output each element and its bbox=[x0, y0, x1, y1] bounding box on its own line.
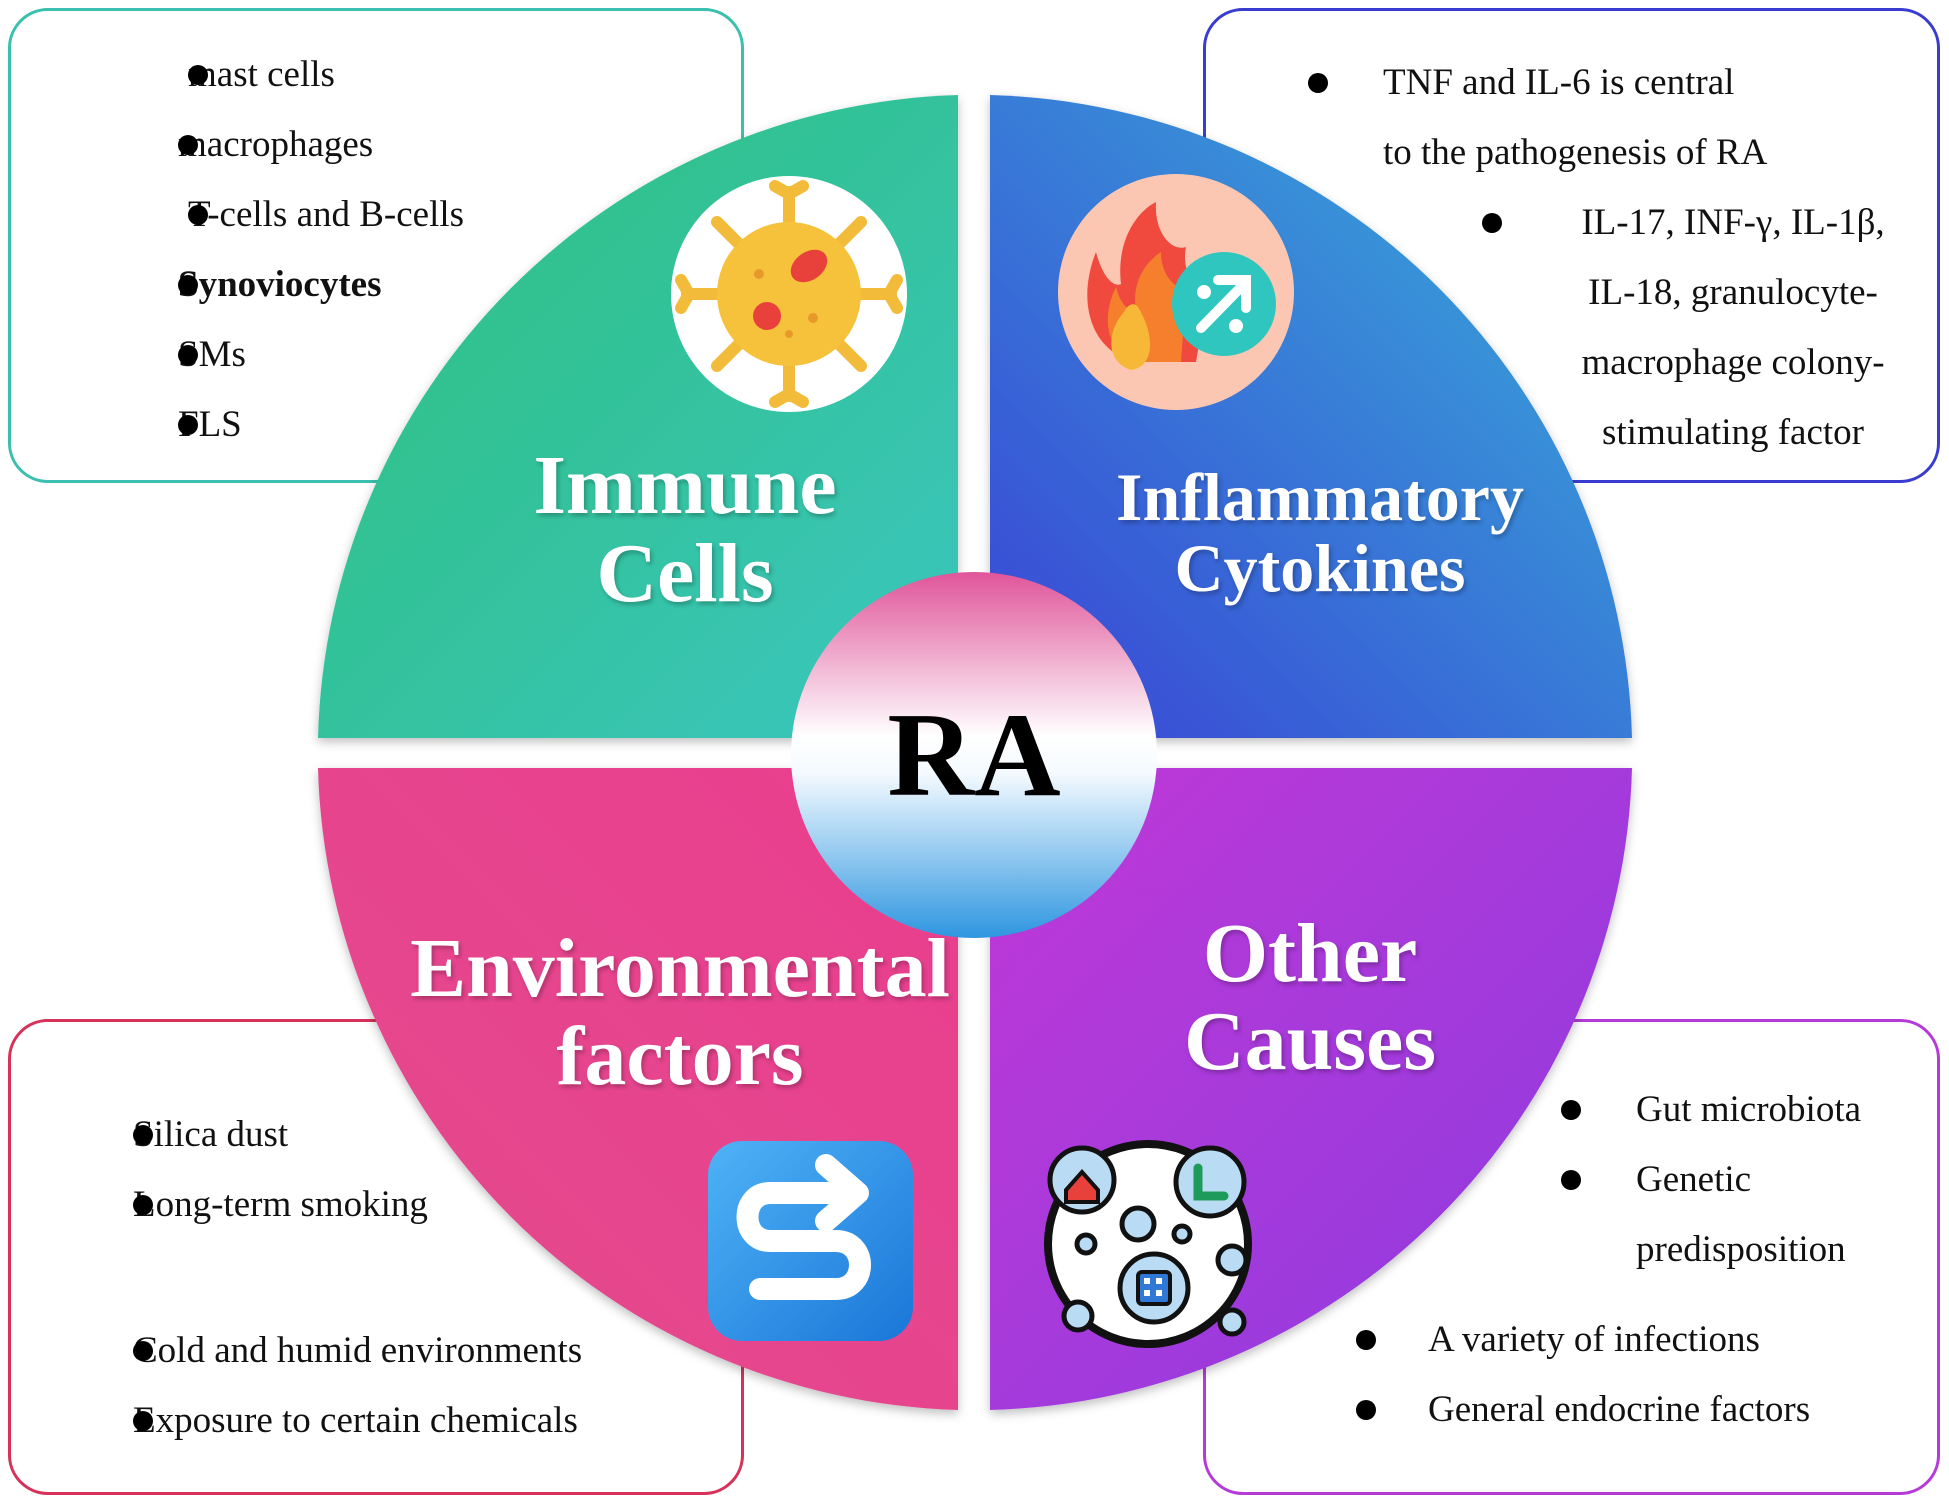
list-item-text: IL-18, granulocyte- bbox=[1588, 272, 1878, 313]
bullet bbox=[1482, 213, 1502, 233]
list-item-text: General endocrine factors bbox=[1428, 1389, 1811, 1430]
list-item: IL-17, INF-γ, IL-1β, IL-18, granulocyte-… bbox=[1548, 188, 1918, 468]
list-item-text: Cold and humid environments bbox=[133, 1330, 583, 1371]
environmental-list-bottom: Cold and humid environments Exposure to … bbox=[58, 1316, 582, 1456]
list-item: Long-term smoking bbox=[58, 1170, 428, 1240]
title-line: Immune bbox=[533, 439, 837, 532]
ra-center-circle bbox=[791, 572, 1157, 938]
environmental-list-top: Silica dust Long-term smoking bbox=[58, 1100, 428, 1240]
list-item: Genetic predisposition bbox=[1636, 1145, 1846, 1285]
list-item: SMs bbox=[100, 320, 464, 390]
title-line: Cells bbox=[596, 527, 774, 621]
inflammation-flame-icon bbox=[1058, 174, 1294, 410]
bullet bbox=[1308, 73, 1328, 93]
bullet bbox=[1356, 1400, 1376, 1420]
ra-label: RA bbox=[887, 688, 1061, 821]
list-item-text: Synoviocytes bbox=[178, 264, 382, 305]
list-item: Synoviocytes bbox=[100, 250, 464, 320]
inflammatory-cytokines-title: Inflammatory Cytokines bbox=[1050, 459, 1590, 607]
immune-cells-title: Immune Cells bbox=[470, 439, 900, 621]
immune-cells-list: mast cells macrophages T-cells and B-cel… bbox=[100, 40, 464, 460]
list-item-text: mast cells bbox=[188, 54, 335, 95]
list-item: Exposure to certain chemicals bbox=[58, 1386, 582, 1456]
list-item-text: T-cells and B-cells bbox=[188, 194, 465, 235]
list-item: TNF and IL-6 is central to the pathogene… bbox=[1383, 48, 1767, 188]
list-item-text: FLS bbox=[178, 404, 242, 445]
environmental-factors-title: Environmental factors bbox=[400, 922, 960, 1104]
title-line: Environmental bbox=[410, 922, 950, 1015]
list-item-text: Long-term smoking bbox=[133, 1184, 428, 1225]
list-item-text: Exposure to certain chemicals bbox=[133, 1400, 578, 1441]
title-line: Inflammatory bbox=[1116, 459, 1524, 535]
list-item: mast cells bbox=[100, 40, 464, 110]
other-causes-title: Other Causes bbox=[1120, 907, 1500, 1089]
list-item: Silica dust bbox=[58, 1100, 428, 1170]
list-item-text: Silica dust bbox=[133, 1114, 289, 1155]
title-line: Causes bbox=[1183, 995, 1437, 1089]
list-item: T-cells and B-cells bbox=[100, 180, 464, 250]
list-item-text: Gut microbiota bbox=[1636, 1089, 1862, 1130]
microbes-icon bbox=[1044, 1140, 1252, 1348]
list-item-text: to the pathogenesis of RA bbox=[1383, 132, 1768, 173]
list-item: FLS bbox=[100, 390, 464, 460]
route-arrow-icon bbox=[708, 1141, 913, 1341]
list-item: Cold and humid environments bbox=[58, 1316, 582, 1386]
title-line: factors bbox=[556, 1010, 804, 1104]
list-item-text: A variety of infections bbox=[1428, 1319, 1760, 1360]
list-item-text: Genetic bbox=[1636, 1159, 1752, 1200]
list-item-text: IL-17, INF-γ, IL-1β, bbox=[1581, 202, 1885, 243]
title-line: Other bbox=[1202, 907, 1418, 1000]
list-item-text: stimulating factor bbox=[1601, 412, 1865, 453]
list-item-text: predisposition bbox=[1636, 1229, 1846, 1270]
bullet bbox=[1561, 1170, 1581, 1190]
list-item-text: macrophage colony- bbox=[1581, 342, 1885, 383]
list-item-text: TNF and IL-6 is central bbox=[1383, 62, 1735, 103]
list-item-text: SMs bbox=[178, 334, 246, 375]
list-item: macrophages bbox=[100, 110, 464, 180]
bullet bbox=[1561, 1100, 1581, 1120]
immune-cell-icon bbox=[671, 176, 907, 412]
list-item-text: macrophages bbox=[178, 124, 374, 165]
title-line: Cytokines bbox=[1174, 530, 1466, 607]
bullet bbox=[1356, 1330, 1376, 1350]
